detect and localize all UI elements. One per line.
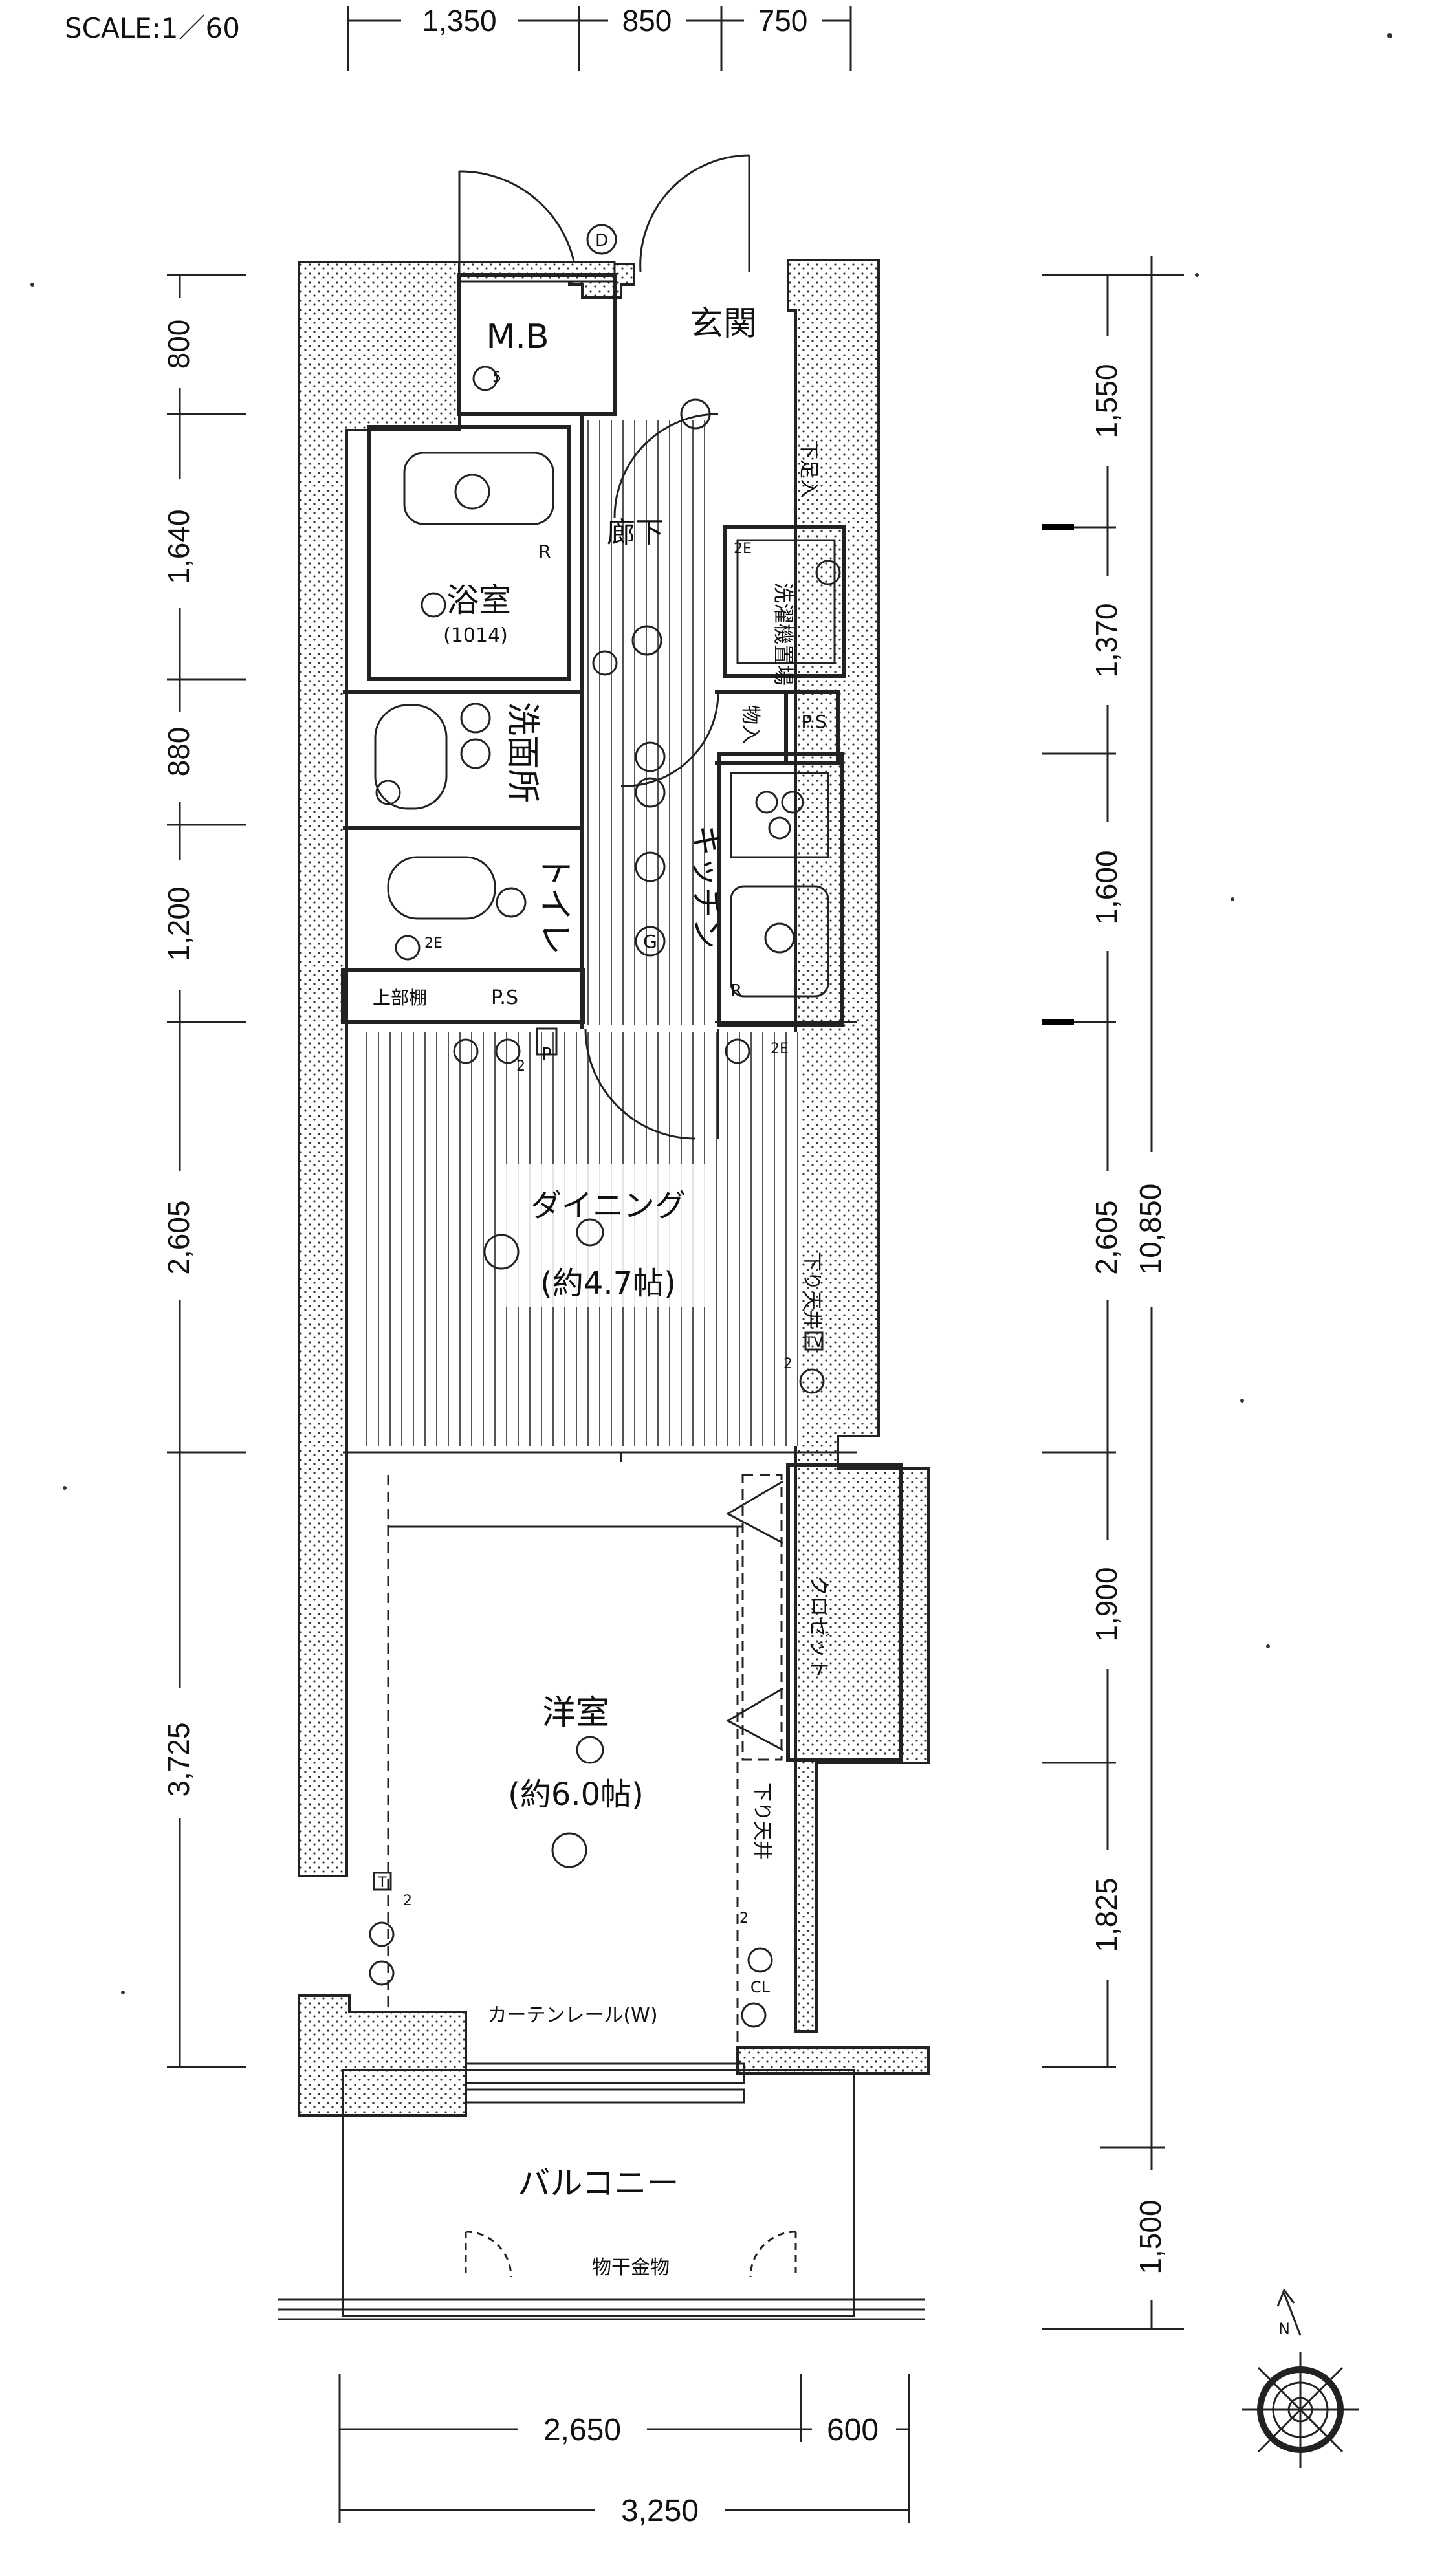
label-dropped-ceiling-2: 下り天井 [750, 1782, 773, 1860]
closet-details [387, 1474, 783, 2044]
right-dim-1: 1,550 [1089, 364, 1123, 438]
label-washroom: 洗面所 [503, 702, 541, 803]
room-labels: M.B 玄関 下足入 浴室 (1014) 廊下 洗濯機置場 洗面所 物入 P.S… [373, 305, 831, 2279]
left-dim-6: 3,725 [162, 1722, 195, 1796]
label-upper-shelf: 上部棚 [373, 987, 427, 1009]
top-dim-3: 750 [758, 4, 808, 38]
left-dimensions: 800 1,640 880 1,200 2,605 3,725 [162, 274, 246, 2068]
label-mb: M.B [486, 318, 549, 356]
right-dim-total: 10,850 [1133, 1184, 1167, 1275]
label-bath-size: (1014) [443, 624, 508, 647]
two-mark-tv: 2 [783, 1356, 793, 1372]
p-mark: P [541, 1045, 552, 1064]
two-e-kitchen: 2E [771, 1041, 789, 1057]
right-dim-3: 1,600 [1089, 850, 1123, 924]
label-ps1: P.S [801, 711, 826, 732]
right-dim-6: 1,825 [1089, 1877, 1123, 1952]
right-dim-7: 1,500 [1133, 2199, 1167, 2274]
door-mark: D [595, 231, 608, 250]
balcony [278, 2062, 925, 2320]
entrance-doors: D [458, 154, 750, 272]
r-mark-bath: R [538, 541, 551, 562]
label-dropped-ceiling-1: 下り天井 [800, 1252, 823, 1329]
right-dim-4: 2,605 [1089, 1200, 1123, 1274]
label-storage: 物入 [739, 705, 761, 744]
five-mark: 5 [492, 369, 501, 386]
label-curtain-rail: カーテンレール(W) [487, 2004, 657, 2027]
label-western: 洋室 [542, 1694, 609, 1732]
fixtures [369, 366, 841, 2028]
label-kitchen: キッチン [688, 825, 724, 949]
bottom-dim-2: 600 [827, 2413, 879, 2447]
scale-label: SCALE:1／60 [65, 12, 240, 44]
t-mark: T [377, 1875, 387, 1891]
symbol-marks: R G R P TV T CL 2E 2E 2E 5 2 2 2 2 [377, 369, 823, 1996]
left-dim-4: 1,200 [162, 886, 195, 961]
label-genkan: 玄関 [690, 305, 757, 344]
outer-walls [298, 259, 930, 2117]
label-toilet: トイレ [535, 854, 574, 955]
left-dim-2: 1,640 [162, 509, 195, 584]
top-dim-1: 1,350 [422, 4, 496, 38]
right-dimensions: 1,550 1,370 1,600 2,605 1,900 1,825 1,50… [1042, 256, 1184, 2330]
north-compass-icon: N [1242, 2287, 1359, 2468]
right-dim-5: 1,900 [1089, 1567, 1123, 1641]
label-dining: ダイニング [531, 1188, 686, 1224]
left-dim-3: 880 [162, 727, 195, 777]
compass-n: N [1278, 2320, 1290, 2338]
label-bath: 浴室 [446, 582, 511, 619]
label-shoe: 下足入 [797, 440, 820, 498]
two-mark-dining: 2 [516, 1058, 525, 1075]
two-mark-t: 2 [403, 1893, 412, 1909]
top-dimensions: 1,350 850 750 [347, 4, 852, 71]
cl-mark: CL [750, 1978, 771, 1996]
label-ps2: P.S [491, 987, 518, 1009]
label-laundry: 洗濯機置場 [771, 582, 796, 686]
left-dim-1: 800 [162, 320, 195, 369]
label-western-size: (約6.0帖) [508, 1776, 644, 1813]
two-e-laundry: 2E [734, 541, 752, 557]
bottom-dim-1: 2,650 [543, 2413, 621, 2447]
top-dim-2: 850 [622, 4, 672, 38]
g-mark: G [643, 931, 657, 952]
corridor-floor [585, 420, 715, 1025]
scan-specks [30, 33, 1392, 1994]
r-mark-kitchen: R [730, 981, 742, 1001]
label-closet: クロゼット [807, 1575, 831, 1679]
label-dining-size: (約4.7帖) [540, 1265, 676, 1302]
label-laundry-pole: 物干金物 [592, 2256, 670, 2279]
bottom-dim-total: 3,250 [621, 2494, 699, 2528]
room-outlines [341, 273, 903, 1762]
two-e-toilet: 2E [424, 935, 443, 952]
label-balcony: バルコニー [518, 2165, 679, 2202]
left-dim-5: 2,605 [162, 1200, 195, 1274]
tv-mark: TV [804, 1335, 824, 1351]
two-mark-west: 2 [739, 1910, 749, 1927]
right-dim-2: 1,370 [1089, 603, 1123, 677]
bottom-dimensions: 2,650 600 3,250 [338, 2374, 910, 2528]
label-corridor: 廊下 [607, 516, 664, 549]
